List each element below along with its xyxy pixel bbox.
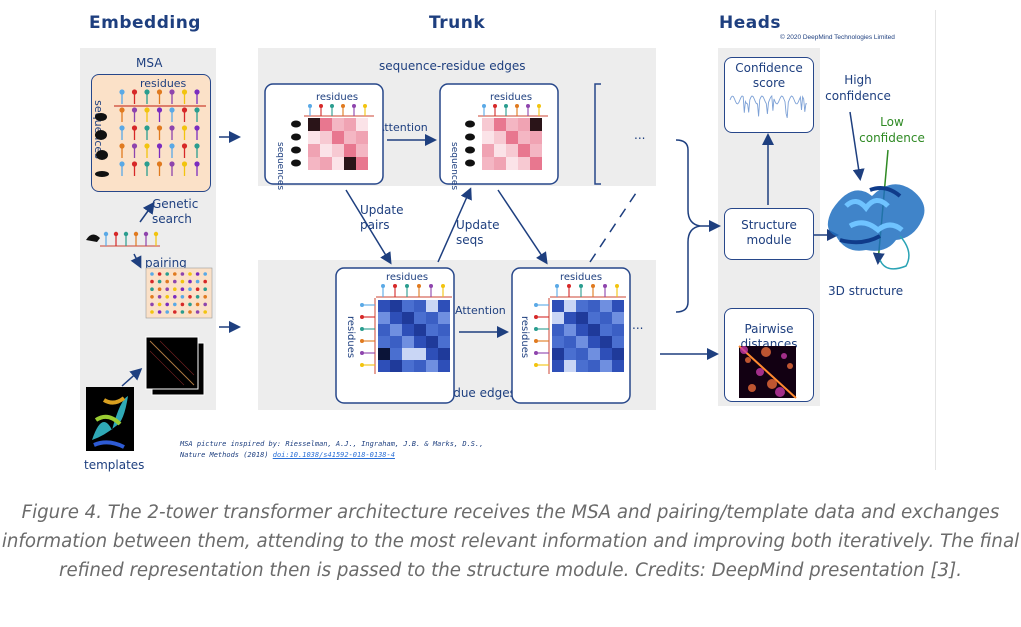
svg-text:residues: residues	[345, 316, 356, 358]
doi-link[interactable]: doi:10.1038/s41592-018-0138-4	[272, 451, 395, 459]
confidence-trace	[729, 94, 808, 119]
attention-label-top: Attention	[377, 121, 428, 134]
merge-brace	[675, 139, 701, 313]
update-pairs-label: Update pairs	[360, 203, 404, 232]
query-animal-icon	[86, 234, 100, 242]
structure-module-box	[724, 208, 814, 260]
ellipsis-bottom: ...	[632, 318, 644, 332]
embedding-heading: Embedding	[89, 13, 201, 33]
svg-text:residues: residues	[316, 92, 358, 103]
structure-3d-label: 3D structure	[828, 284, 904, 298]
msa-box	[91, 74, 211, 192]
svg-text:residues: residues	[386, 272, 428, 283]
low-confidence-label: Low confidence	[859, 115, 925, 145]
pairing-matrix	[145, 267, 213, 319]
credit-line-2: Nature Methods (2018) doi:10.1038/s41592…	[180, 451, 395, 459]
heads-heading: Heads	[719, 13, 782, 33]
sequence-residue-edges-label: sequence-residue edges	[379, 59, 526, 73]
svg-text:sequences: sequences	[449, 142, 459, 190]
figure-caption: Figure 4. The 2-tower transformer archit…	[1, 502, 1020, 581]
update-seqs-label: Update seqs	[456, 218, 500, 247]
animal-silhouette-icon	[96, 150, 108, 160]
trunk-heading: Trunk	[429, 13, 486, 33]
confidence-score-box	[724, 57, 814, 133]
right-border	[935, 10, 936, 470]
svg-text:residues: residues	[490, 92, 532, 103]
structure-module-label: Structure module	[741, 218, 797, 247]
seq-residue-box-3-edge	[594, 83, 601, 185]
protein-structure	[827, 184, 925, 270]
copyright-note: © 2020 DeepMind Technologies Limited	[780, 34, 895, 41]
genetic-search-label: Genetic search	[152, 197, 199, 226]
svg-text:residues: residues	[519, 316, 530, 358]
animal-silhouette-icon	[95, 113, 107, 121]
pairing-label: pairing	[145, 256, 187, 270]
animal-silhouette-icon	[95, 130, 107, 140]
templates-label: templates	[84, 458, 145, 472]
attention-label-bottom: Attention	[455, 304, 506, 317]
msa-residues-label: residues	[140, 77, 187, 90]
confidence-score-label: Confidence score	[735, 61, 803, 90]
svg-text:residues: residues	[560, 272, 602, 283]
ellipsis-top: ...	[634, 128, 646, 142]
credit-line-1: MSA picture inspired by: Riesselman, A.J…	[180, 440, 484, 448]
animal-icons	[95, 113, 109, 177]
diagram-graphics: residues sequences residues sequences resi…	[86, 83, 925, 451]
msa-label: MSA	[136, 56, 163, 70]
svg-text:sequences: sequences	[275, 142, 285, 190]
high-confidence-label: High confidence	[825, 73, 891, 103]
animal-silhouette-icon	[95, 171, 109, 177]
